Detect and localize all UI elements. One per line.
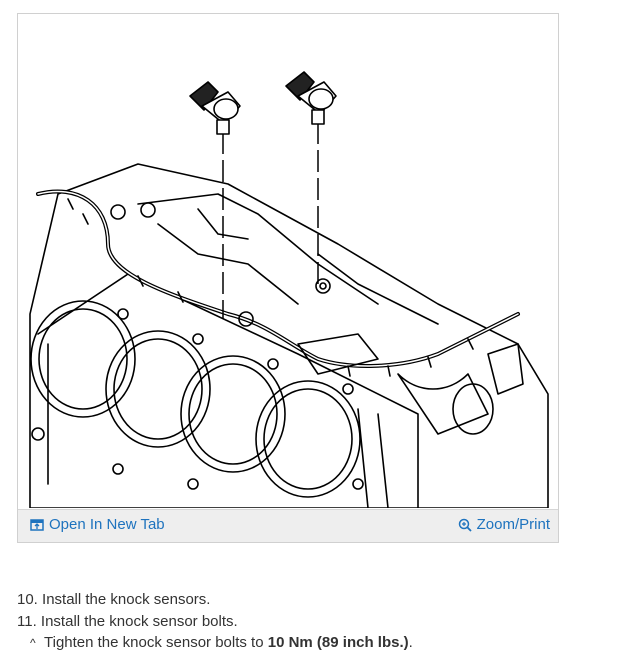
substep-end: . (408, 634, 413, 651)
step-number: 10. (17, 591, 38, 608)
cylinder-bore-4 (255, 380, 361, 498)
cylinder-bore-3 (180, 355, 286, 473)
knock-sensor-2 (285, 71, 337, 125)
cylinder-bore-1 (30, 300, 136, 418)
step-item: 11. Install the knock sensor bolts. (17, 611, 413, 633)
step-text: Install the knock sensors. (42, 591, 211, 608)
zoom-icon (458, 518, 472, 532)
cylinder-bore-2 (105, 330, 211, 448)
substep-item: ^ Tighten the knock sensor bolts to 10 Nm… (17, 632, 413, 655)
open-in-new-tab-link[interactable]: Open In New Tab (30, 516, 165, 533)
zoom-print-label: Zoom/Print (476, 516, 550, 533)
substep-text: Tighten the knock sensor bolts to (44, 634, 268, 651)
new-tab-icon (30, 518, 44, 531)
open-in-new-tab-label: Open In New Tab (49, 516, 165, 533)
step-number: 11. (17, 612, 37, 630)
instruction-steps: 10. Install the knock sensors. 11. Insta… (17, 589, 413, 655)
step-text: Install the knock sensor bolts. (40, 612, 238, 630)
caret-marker: ^ (30, 636, 36, 650)
figure-frame: Open In New Tab Zoom/Print (17, 13, 559, 543)
figure-toolbar: Open In New Tab Zoom/Print (18, 509, 558, 542)
knock-sensor-1 (189, 81, 241, 135)
torque-spec: 10 Nm (89 inch lbs.) (267, 634, 409, 651)
step-item: 10. Install the knock sensors. (17, 589, 413, 611)
engine-knock-sensor-diagram (18, 14, 558, 508)
zoom-print-link[interactable]: Zoom/Print (458, 516, 550, 533)
